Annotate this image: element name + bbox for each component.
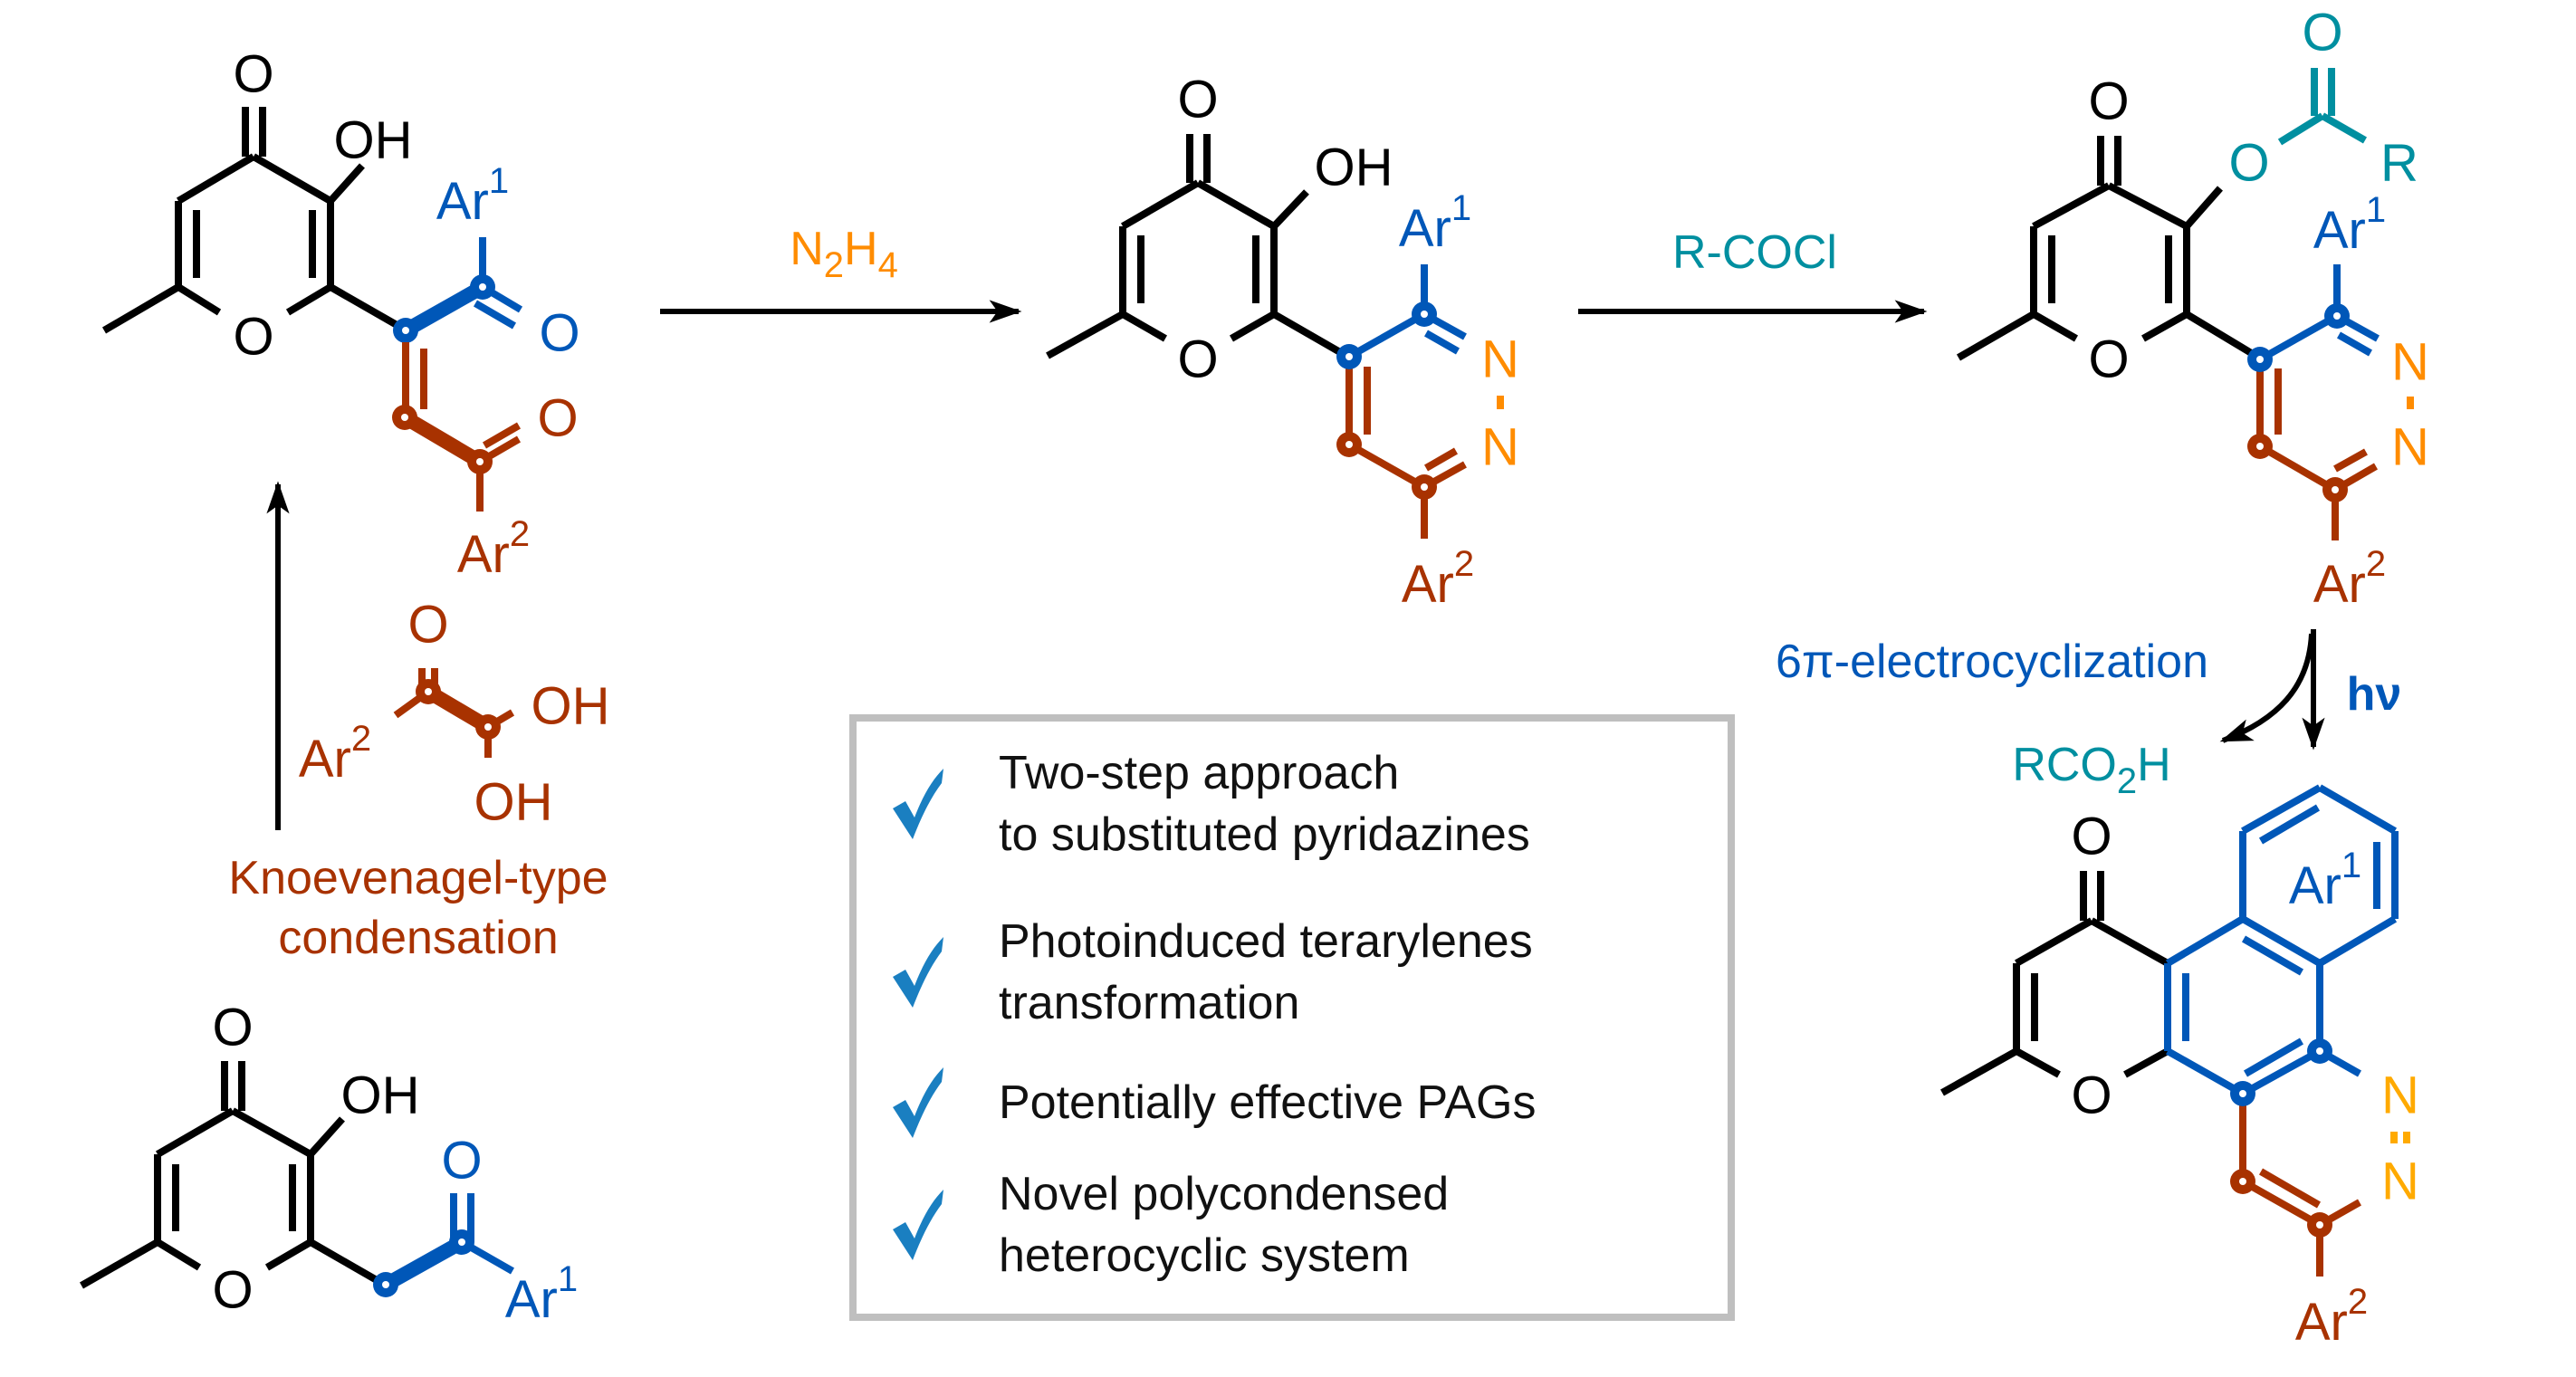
ar2-label: Ar2 (2295, 1282, 2368, 1352)
compound-starting-ketone: O OH O O Ar1 (80, 999, 578, 1329)
feature-item: Novel polycondensed heterocyclic system (893, 1168, 1449, 1282)
compound-enedione: O OH O Ar1 O O Ar2 (101, 45, 580, 584)
arrow-step-condensation: Knoevenagel-type condensation (228, 481, 608, 964)
atom-label: O (1177, 71, 1218, 129)
arrow-step-acylation: R-COCl (1578, 226, 1928, 323)
atom-label: N (2381, 1152, 2419, 1211)
light-label: hν (2347, 668, 2402, 721)
atom-label: O (233, 45, 273, 104)
ar2-label: Ar2 (1402, 544, 1474, 614)
byproduct-acid: RCO2H (2012, 739, 2170, 801)
atom-label: N (2381, 1066, 2419, 1125)
atom-label: O (2071, 808, 2112, 866)
electrocyclization-label: 6π-electrocyclization (1776, 636, 2208, 688)
atom-label: O (233, 308, 273, 367)
ar2-label: Ar2 (2313, 544, 2386, 614)
arrow-step-photocyclization: 6π-electrocyclization hν RCO2H (1776, 629, 2401, 801)
atom-label: O (1177, 330, 1218, 389)
checkmark-icon (893, 1067, 943, 1138)
features-list: Two-step approach to substituted pyridazi… (893, 747, 1536, 1282)
atom-label: O (2071, 1066, 2112, 1125)
atom-label: OH (474, 773, 553, 832)
reagent-acyl-chloride: R-COCl (1672, 226, 1837, 279)
checkmark-icon (893, 1190, 943, 1260)
atom-label: O (2302, 4, 2342, 62)
atom-label: N (2391, 418, 2429, 477)
compound-polycyclic-product: O O Ar1 N N Ar2 (1940, 784, 2419, 1352)
arrow-step-hydrazine: N2H4 (660, 223, 1022, 323)
atom-label: OH (1315, 139, 1393, 197)
ar2-label: Ar2 (299, 719, 371, 789)
feature-text-line: heterocyclic system (999, 1229, 1410, 1282)
ar1-label: Ar1 (2289, 846, 2361, 915)
atom-label: O (2228, 134, 2269, 193)
feature-item: Two-step approach to substituted pyridazi… (893, 747, 1530, 861)
atom-label: N (1481, 418, 1519, 477)
condensation-label-line2: condensation (278, 912, 558, 964)
ar2-label: Ar2 (457, 514, 530, 584)
ar1-label: Ar1 (2313, 190, 2386, 260)
atom-label: O (539, 304, 579, 363)
checkmark-icon (893, 937, 943, 1008)
atom-label: O (2088, 72, 2129, 131)
compound-pyridazine: O OH O Ar1 N N Ar2 (1046, 71, 1519, 614)
features-box: Two-step approach to substituted pyridazi… (849, 714, 1735, 1321)
atom-label: OH (334, 111, 413, 170)
atom-label: OH (341, 1066, 420, 1125)
ar1-label: Ar1 (436, 161, 509, 231)
atom-label: O (212, 1261, 253, 1320)
checkmark-icon (893, 769, 943, 839)
feature-text-line: transformation (999, 977, 1299, 1029)
feature-text-line: Novel polycondensed (999, 1168, 1449, 1220)
feature-text-line: to substituted pyridazines (999, 808, 1530, 861)
atom-label: O (537, 389, 578, 448)
feature-item: Potentially effective PAGs (893, 1067, 1536, 1138)
atom-label: O (441, 1132, 482, 1191)
reagent-hydrazine: N2H4 (790, 223, 898, 285)
atom-label: O (2088, 330, 2129, 389)
atom-label: O (407, 596, 448, 655)
ar1-label: Ar1 (505, 1259, 578, 1329)
feature-text-line: Photoinduced terarylenes (999, 915, 1533, 968)
atom-label: O (212, 999, 253, 1057)
feature-text-line: Potentially effective PAGs (999, 1076, 1536, 1129)
atom-label: N (2391, 333, 2429, 392)
feature-item: Photoinduced terarylenes transformation (893, 915, 1533, 1029)
compound-ester: O O O O R Ar1 N N Ar2 (1956, 4, 2429, 614)
feature-text-line: Two-step approach (999, 747, 1399, 799)
atom-label: R (2380, 134, 2418, 193)
ar1-label: Ar1 (1399, 188, 1471, 258)
atom-label: N (1481, 330, 1519, 389)
condensation-label-line1: Knoevenagel-type (228, 852, 608, 904)
atom-label: OH (531, 677, 610, 736)
compound-arylglyoxal-hydrate: O OH OH Ar2 (299, 596, 610, 832)
